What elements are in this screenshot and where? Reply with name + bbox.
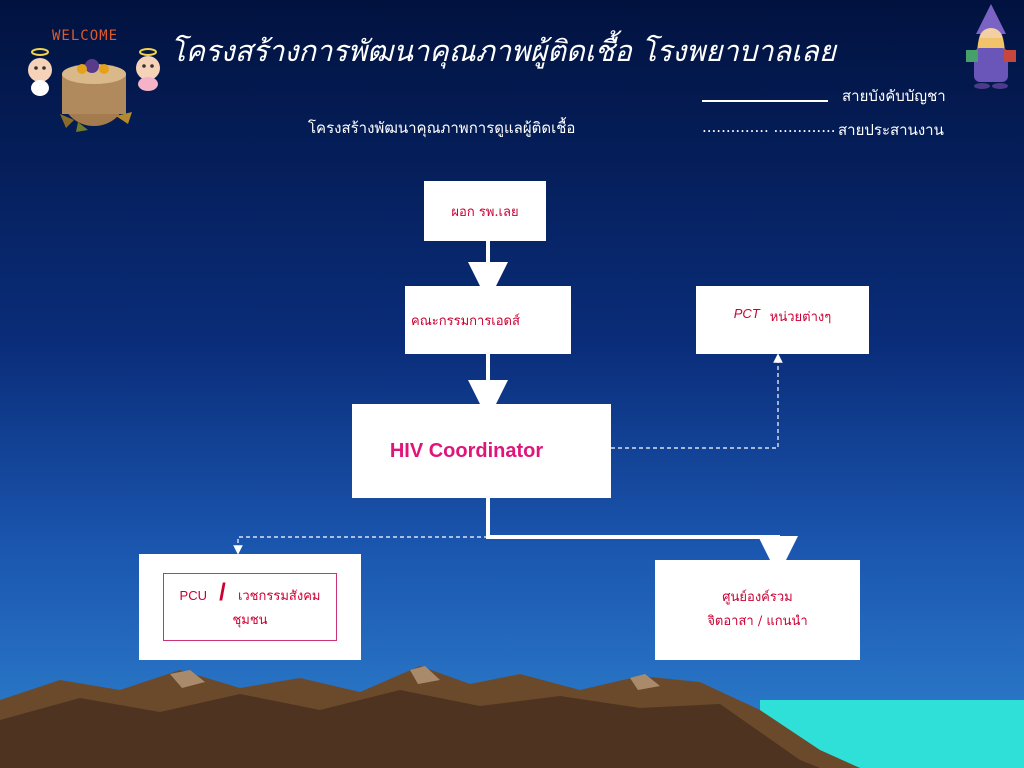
node-center-line2: จิตอาสา / แกนนำ (707, 614, 808, 629)
legend-solid-label: สายบังคับบัญชา (842, 87, 946, 105)
welcome-label: WELCOME (52, 28, 119, 44)
node-pcu-line2: ชุมชน (232, 613, 268, 628)
node-aids-committee: คณะกรรมการเอดส์ (405, 286, 571, 354)
node-pct-label: หน่วยต่างๆ (769, 310, 832, 325)
mountain-landscape (0, 666, 1024, 768)
diagram-subtitle: โครงสร้างพัฒนาคุณภาพการดูแลผู้ติดเชื้อ (308, 119, 576, 137)
legend-dotted-line: .............. ............. (702, 118, 836, 136)
page-title: โครงสร้างการพัฒนาคุณภาพผู้ติดเชื้อ โรงพย… (170, 34, 836, 68)
node-pcu-slash: / (219, 579, 226, 606)
node-pcu-label: เวชกรรมสังคม (237, 589, 321, 604)
node-pct-prefix: PCT (733, 306, 760, 321)
node-pcu-prefix: PCU (179, 588, 207, 603)
node-director-label: ผอก รพ.เลย (451, 204, 519, 220)
legend-solid-line (702, 100, 828, 102)
legend-dotted-label: สายประสานงาน (838, 121, 944, 139)
dashed-coordinator-to-pct (611, 353, 783, 449)
node-center-line1: ศูนย์องค์รวม (722, 590, 793, 605)
node-pcu: PCU / เวชกรรมสังคม ชุมชน (139, 554, 361, 660)
node-pct: PCT หน่วยต่างๆ (696, 286, 869, 354)
node-pcu-frame: PCU / เวชกรรมสังคม ชุมชน (163, 573, 337, 641)
node-aids-committee-label: คณะกรรมการเอดส์ (411, 313, 520, 329)
dashed-coordinator-to-pcu (233, 536, 488, 555)
node-hiv-coordinator: HIV Coordinator (352, 404, 611, 498)
node-holistic-center: ศูนย์องค์รวม จิตอาสา / แกนนำ (655, 560, 860, 660)
arrow-coordinator-to-center (486, 498, 798, 576)
welcome-cake-angels-icon (28, 48, 160, 132)
node-director: ผอก รพ.เลย (424, 181, 546, 241)
node-hiv-coordinator-label: HIV Coordinator (389, 439, 544, 462)
wizard-character-icon (966, 4, 1016, 89)
